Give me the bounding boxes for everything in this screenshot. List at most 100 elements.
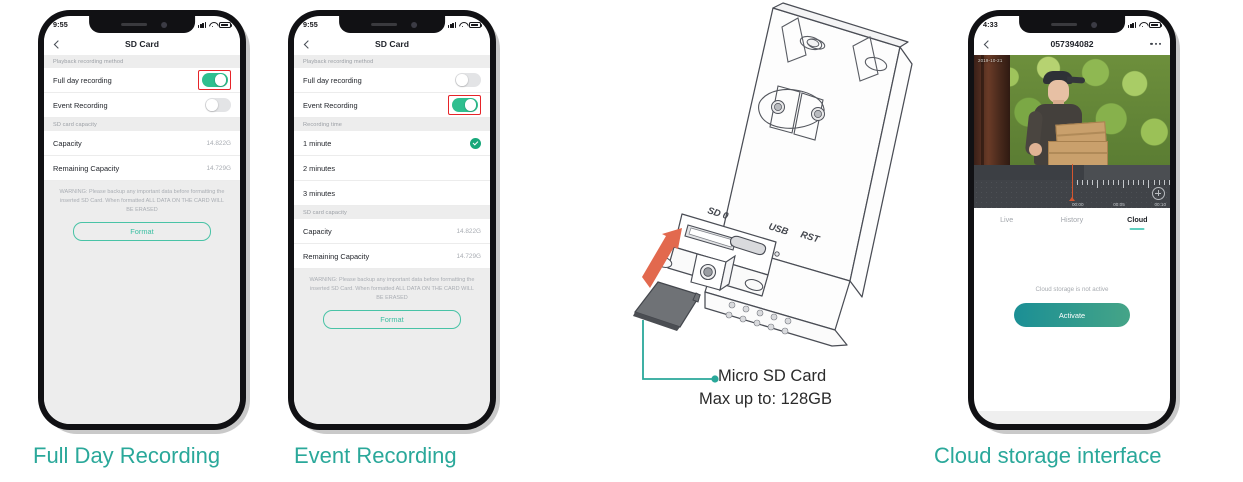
signal-bars-icon — [448, 21, 456, 28]
row-label: Event Recording — [303, 100, 358, 110]
row-capacity: Capacity 14.822G — [44, 131, 240, 156]
format-button[interactable]: Format — [73, 222, 211, 242]
device-illustration: SD 0 USB RST — [530, 0, 960, 420]
toggle-full-day-recording[interactable] — [201, 73, 228, 87]
row-event-recording[interactable]: Event Recording — [44, 93, 240, 118]
row-label: Event Recording — [53, 100, 108, 110]
notch — [1019, 16, 1125, 33]
back-chevron-icon[interactable] — [983, 41, 990, 48]
phone-cloud-storage: 4:33 057394082 — [968, 10, 1180, 434]
status-bar: 4:33 — [974, 16, 1170, 33]
caption-full-day-recording: Full Day Recording — [33, 443, 221, 468]
video-doorframe — [974, 55, 1010, 165]
activate-button-wrap: Activate — [974, 303, 1170, 327]
section-header-playback: Playback recording method — [294, 55, 490, 68]
row-value: 14.729G — [456, 252, 481, 260]
back-chevron-icon[interactable] — [53, 41, 60, 48]
signal-bars-icon — [198, 21, 206, 28]
page-title: SD Card — [375, 39, 409, 49]
format-button-wrap: Format — [44, 221, 240, 242]
caption-event-recording: Event Recording — [294, 443, 457, 468]
toggle-event-recording[interactable] — [205, 98, 231, 112]
timeline-overview-segment — [974, 165, 1084, 180]
notch — [339, 16, 445, 33]
home-indicator-area — [974, 411, 1170, 424]
phone-event-recording: 9:55 SD Card Playback recording method F — [288, 10, 500, 434]
video-timestamp: 2019-10-21 — [978, 58, 1003, 63]
phone-body: 4:33 057394082 — [968, 10, 1176, 430]
bottom-tabs: Live History Cloud — [974, 208, 1170, 230]
insert-arrow-icon — [642, 228, 682, 288]
row-3-minutes[interactable]: 3 minutes — [294, 181, 490, 206]
status-bar: 9:55 — [294, 16, 490, 33]
phone-screen: 9:55 SD Card Playback recording method F — [294, 16, 490, 424]
row-full-day-recording[interactable]: Full day recording — [294, 68, 490, 93]
phone-full-day-recording: 9:55 SD Card Playback recording method F — [38, 10, 250, 434]
row-remaining-capacity: Remaining Capacity 14.729G — [294, 244, 490, 269]
phone-body: 9:55 SD Card Playback recording method F — [38, 10, 246, 430]
back-chevron-icon[interactable] — [303, 41, 310, 48]
row-label: Full day recording — [53, 75, 112, 85]
format-warning-text: WARNING: Please backup any important dat… — [294, 269, 490, 310]
video-preview[interactable]: 2019-10-21 — [974, 55, 1170, 165]
toggle-event-recording[interactable] — [451, 98, 478, 112]
plus-icon[interactable] — [1152, 187, 1165, 200]
nav-bar: 057394082 — [974, 33, 1170, 55]
tab-history[interactable]: History — [1060, 214, 1084, 224]
format-button-wrap: Format — [294, 309, 490, 330]
front-camera-icon — [411, 21, 418, 28]
toggle-full-day-recording[interactable] — [455, 73, 481, 87]
person-cap — [1043, 71, 1073, 84]
row-value: 14.729G — [206, 164, 231, 172]
row-label: Remaining Capacity — [303, 251, 370, 261]
check-icon — [470, 137, 481, 149]
callout-leader-line — [642, 320, 713, 380]
page-title: SD Card — [125, 39, 159, 49]
wifi-icon — [459, 22, 467, 28]
status-clock: 4:33 — [983, 20, 998, 29]
earpiece-speaker — [120, 23, 147, 26]
port-label-sd: SD 0 — [706, 205, 730, 222]
signal-bars-icon — [1128, 21, 1136, 28]
format-button[interactable]: Format — [323, 310, 461, 330]
row-full-day-recording[interactable]: Full day recording — [44, 68, 240, 93]
row-event-recording[interactable]: Event Recording — [294, 93, 490, 118]
row-label: 1 minute — [303, 138, 332, 148]
row-label: Capacity — [303, 226, 332, 236]
more-options-icon[interactable] — [1150, 42, 1161, 46]
phone-screen: 4:33 057394082 — [974, 16, 1170, 424]
battery-icon — [219, 21, 233, 28]
front-camera-icon — [161, 21, 168, 28]
person-neck — [1053, 100, 1064, 107]
activate-button[interactable]: Activate — [1014, 303, 1130, 327]
row-1-minute[interactable]: 1 minute — [294, 131, 490, 156]
row-label: 2 minutes — [303, 163, 336, 173]
phone-body: 9:55 SD Card Playback recording method F — [288, 10, 496, 430]
timeline-label-2: 00:10 — [1154, 202, 1167, 207]
highlight-box — [198, 69, 231, 91]
callout-dot — [711, 375, 719, 383]
timeline-scrubber[interactable]: 00:00 00:05 00:10 — [974, 164, 1170, 208]
cloud-status-message: Cloud storage is not active — [1035, 286, 1109, 293]
row-label: 3 minutes — [303, 188, 336, 198]
row-value: 14.822G — [456, 227, 481, 235]
person-face — [1048, 80, 1069, 103]
phone-screen: 9:55 SD Card Playback recording method F — [44, 16, 240, 424]
callout-line-1: Micro SD Card — [718, 367, 827, 385]
timeline-playhead[interactable] — [1069, 164, 1075, 201]
row-2-minutes[interactable]: 2 minutes — [294, 156, 490, 181]
highlight-box — [448, 94, 481, 116]
earpiece-speaker — [1050, 23, 1077, 26]
battery-icon — [1149, 21, 1163, 28]
section-header-recording-time: Recording time — [294, 118, 490, 131]
battery-icon — [469, 21, 483, 28]
wifi-icon — [209, 22, 217, 28]
tab-live[interactable]: Live — [1000, 214, 1014, 224]
tab-cloud[interactable]: Cloud — [1105, 215, 1170, 224]
device-svg: SD 0 USB RST — [633, 2, 913, 383]
notch — [89, 16, 195, 33]
row-remaining-capacity: Remaining Capacity 14.729G — [44, 156, 240, 181]
section-header-capacity: SD card capacity — [44, 118, 240, 131]
nav-bar: SD Card — [44, 33, 240, 55]
